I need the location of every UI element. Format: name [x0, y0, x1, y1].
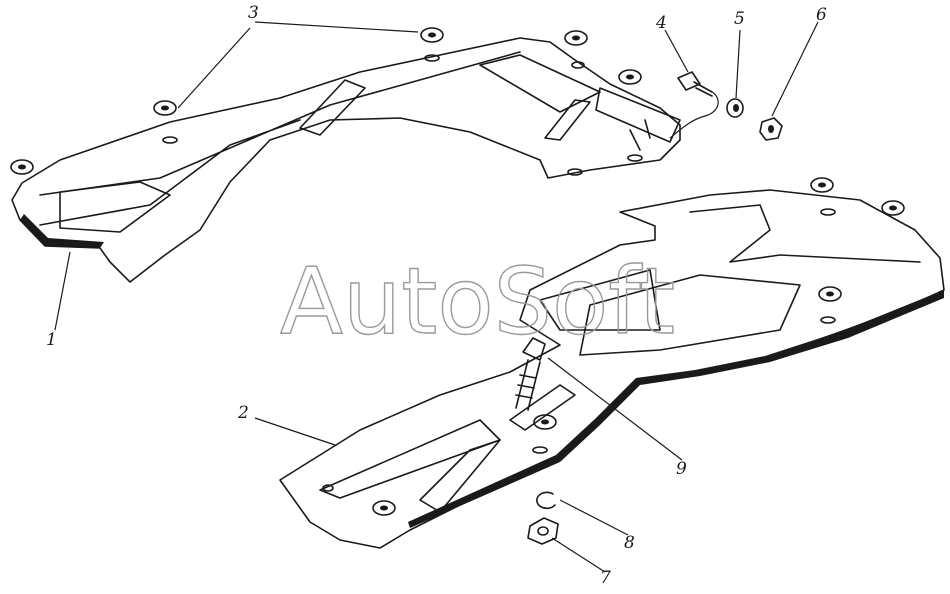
- callout-6: 6: [816, 5, 827, 25]
- nut-part-7: [527, 517, 559, 545]
- callout-5: 5: [734, 9, 745, 29]
- leader-lines: [54, 21, 819, 573]
- nut-part-6: [759, 117, 783, 141]
- washer-part-5: [726, 98, 744, 118]
- callout-1: 1: [46, 330, 57, 350]
- callout-8: 8: [624, 533, 635, 553]
- callout-4: 4: [655, 13, 667, 33]
- bolt-part-9: [515, 337, 546, 411]
- bolt-part-4: [669, 71, 719, 139]
- callout-2: 2: [237, 403, 249, 423]
- callout-9: 9: [676, 459, 687, 479]
- watermark: AutoSoft: [280, 248, 675, 355]
- lower-shield-part-2: [279, 189, 945, 549]
- washers: [10, 27, 905, 516]
- callout-3: 3: [248, 3, 259, 23]
- upper-shield-part-1: [11, 37, 681, 283]
- callout-7: 7: [600, 568, 611, 588]
- lock-washer-part-8: [536, 491, 556, 510]
